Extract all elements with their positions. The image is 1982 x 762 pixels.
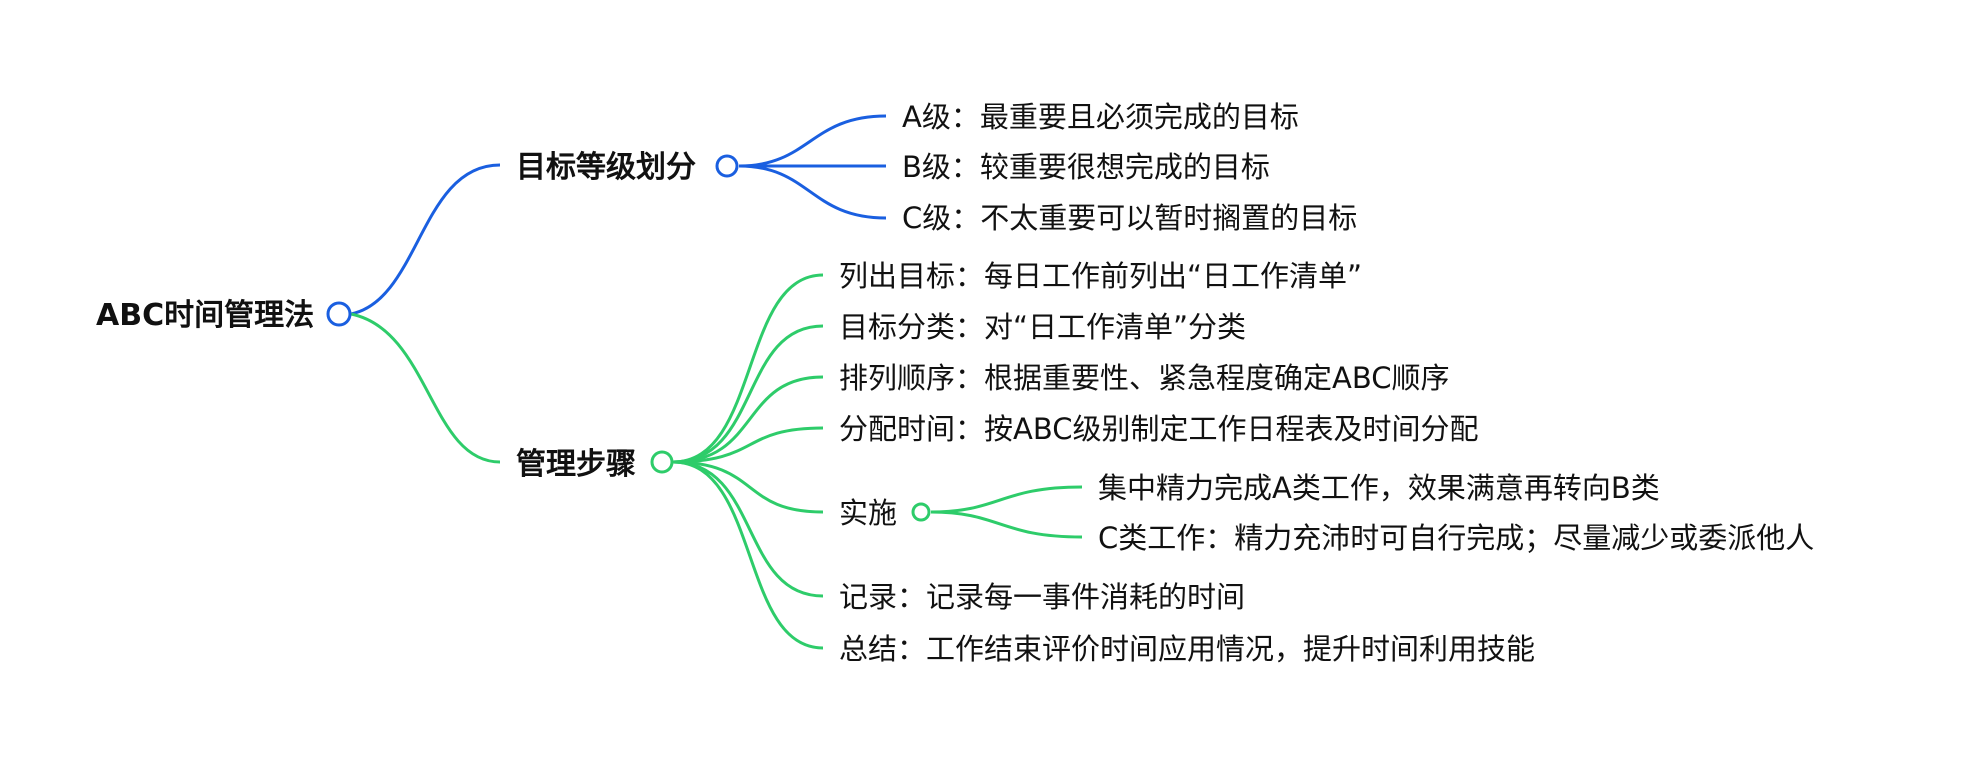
step-allocate-time[interactable]: 分配时间：按ABC级别制定工作日程表及时间分配 [839, 412, 1478, 446]
root-collapse-toggle[interactable] [326, 301, 352, 327]
connector-root-to-steps [350, 312, 501, 464]
connector-implement-to-child-1 [930, 485, 1083, 514]
connector-steps-to-item-1 [672, 273, 824, 464]
connector-steps-to-item-7 [672, 460, 824, 650]
branch-goal-levels[interactable]: 目标等级划分 [516, 150, 696, 185]
connector-steps-to-item-5 [672, 460, 824, 514]
implement-child-c[interactable]: C类工作：精力充沛时可自行完成；尽量减少或委派他人 [1098, 521, 1814, 555]
goal-level-b[interactable]: B级：较重要很想完成的目标 [902, 150, 1270, 184]
implement-collapse-toggle[interactable] [911, 502, 931, 522]
root-node[interactable]: ABC时间管理法 [96, 298, 314, 333]
connector-steps-to-item-4 [672, 426, 824, 464]
connector-steps-to-item-3 [672, 375, 824, 464]
goal-level-c[interactable]: C级：不太重要可以暂时搁置的目标 [902, 201, 1357, 235]
goal-levels-collapse-toggle[interactable] [715, 154, 739, 178]
step-record[interactable]: 记录：记录每一事件消耗的时间 [839, 580, 1245, 614]
step-list-goals[interactable]: 列出目标：每日工作前列出“日工作清单” [839, 259, 1362, 293]
connector-implement-to-child-2 [930, 510, 1083, 539]
goal-level-a[interactable]: A级：最重要且必须完成的目标 [902, 100, 1299, 134]
branch-steps[interactable]: 管理步骤 [516, 447, 636, 482]
step-order[interactable]: 排列顺序：根据重要性、紧急程度确定ABC顺序 [839, 361, 1449, 395]
connector-steps-to-item-6 [672, 460, 824, 598]
step-implement[interactable]: 实施 [839, 496, 897, 530]
connector-goal-levels-to-a [738, 114, 887, 168]
connector-steps-to-item-2 [672, 324, 824, 464]
implement-child-a[interactable]: 集中精力完成A类工作，效果满意再转向B类 [1098, 471, 1660, 505]
step-summary[interactable]: 总结：工作结束评价时间应用情况，提升时间利用技能 [839, 632, 1535, 666]
steps-collapse-toggle[interactable] [650, 450, 674, 474]
connector-root-to-goal-levels [350, 163, 501, 316]
step-classify-goals[interactable]: 目标分类：对“日工作清单”分类 [839, 310, 1246, 344]
connector-goal-levels-to-c [738, 164, 887, 220]
